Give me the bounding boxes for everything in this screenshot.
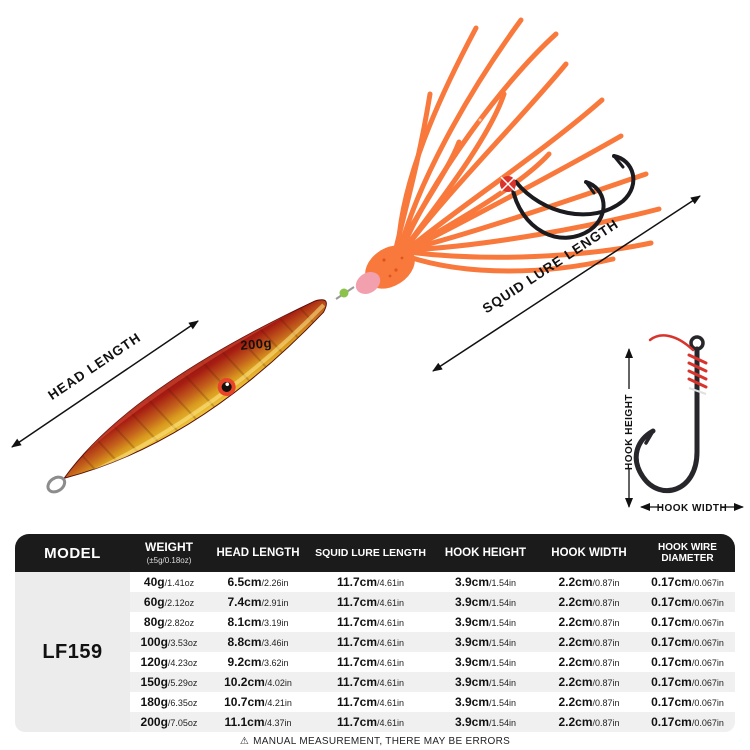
- spec-cell: 11.7cm/4.61in: [308, 632, 433, 652]
- spec-cell: 11.7cm/4.61in: [308, 692, 433, 712]
- spec-cell: 11.7cm/4.61in: [308, 612, 433, 632]
- spec-cell: 40g/1.41oz: [130, 572, 208, 592]
- squid-skirt: [355, 17, 662, 294]
- spec-cell: 0.17cm/0.067in: [640, 652, 735, 672]
- spec-cell: 2.2cm/0.87in: [538, 592, 640, 612]
- spec-cell: 3.9cm/1.54in: [433, 672, 538, 692]
- weight-badge: 200g: [240, 335, 273, 353]
- table-header-row: MODEL WEIGHT (±5g/0.18oz) HEAD LENGTH SQ…: [15, 534, 735, 572]
- spec-cell: 11.7cm/4.61in: [308, 672, 433, 692]
- spec-cell: 3.9cm/1.54in: [433, 632, 538, 652]
- spec-cell: 8.1cm/3.19in: [208, 612, 308, 632]
- spec-cell: 11.1cm/4.37in: [208, 712, 308, 732]
- hook-width-label: HOOK WIDTH: [657, 503, 728, 514]
- spec-cell: 6.5cm/2.26in: [208, 572, 308, 592]
- col-header-model: MODEL: [15, 534, 130, 572]
- tail-ring: [46, 475, 67, 494]
- spec-cell: 0.17cm/0.067in: [640, 592, 735, 612]
- spec-cell: 0.17cm/0.067in: [640, 672, 735, 692]
- lure-eye-pupil: [221, 381, 232, 392]
- spec-cell: 3.9cm/1.54in: [433, 592, 538, 612]
- skirt-collar: [355, 272, 381, 294]
- spec-cell: 2.2cm/0.87in: [538, 652, 640, 672]
- spec-cell: 2.2cm/0.87in: [538, 612, 640, 632]
- hook-diagram: HOOK HEIGHT HOOK WIDTH: [624, 334, 744, 514]
- hook-height-label: HOOK HEIGHT: [624, 394, 635, 470]
- spec-cell: 3.9cm/1.54in: [433, 692, 538, 712]
- spec-cell: 2.2cm/0.87in: [538, 632, 640, 652]
- spec-cell: 0.17cm/0.067in: [640, 692, 735, 712]
- spec-cell: 7.4cm/2.91in: [208, 592, 308, 612]
- spec-cell: 2.2cm/0.87in: [538, 672, 640, 692]
- hook-dimension-lines: [625, 348, 744, 511]
- warning-icon: ⚠: [239, 736, 250, 747]
- skirt-sparkles: [453, 58, 612, 202]
- col-header-weight-label: WEIGHT: [145, 540, 193, 555]
- spec-cell: 2.2cm/0.87in: [538, 572, 640, 592]
- col-header-weight-tolerance: (±5g/0.18oz): [146, 555, 192, 565]
- hook-thread-white: [688, 387, 707, 395]
- spec-cell: 0.17cm/0.067in: [640, 572, 735, 592]
- jig-body: 200g: [46, 286, 342, 498]
- spec-cell: 120g/4.23oz: [130, 652, 208, 672]
- spec-cell: 60g/2.12oz: [130, 592, 208, 612]
- spec-cell: 180g/6.35oz: [130, 692, 208, 712]
- spec-cell: 11.7cm/4.61in: [308, 652, 433, 672]
- spec-cell: 150g/5.29oz: [130, 672, 208, 692]
- spec-cell: 10.7cm/4.21in: [208, 692, 308, 712]
- glow-bead: [339, 288, 349, 298]
- spec-cell: 9.2cm/3.62in: [208, 652, 308, 672]
- spec-cell: 100g/3.53oz: [130, 632, 208, 652]
- disclaimer-text: MANUAL MEASUREMENT, THERE MAY BE ERRORS: [253, 736, 511, 747]
- dimension-lines: [11, 195, 701, 448]
- spec-cell: 200g/7.05oz: [130, 712, 208, 732]
- lure-eye-highlight: [225, 382, 230, 387]
- spec-cell: 11.7cm/4.61in: [308, 712, 433, 732]
- spec-table: MODEL WEIGHT (±5g/0.18oz) HEAD LENGTH SQ…: [15, 534, 735, 732]
- spec-cell: 0.17cm/0.067in: [640, 632, 735, 652]
- spec-cell: 0.17cm/0.067in: [640, 612, 735, 632]
- col-header-hook-wire-diameter: HOOK WIRE DIAMETER: [640, 534, 735, 572]
- col-header-hook-height: HOOK HEIGHT: [433, 534, 538, 572]
- skirt-spots: [382, 256, 404, 278]
- col-header-squid-lure-length: SQUID LURE LENGTH: [308, 534, 433, 572]
- assist-thread-knot: [500, 176, 516, 192]
- spec-cell: 8.8cm/3.46in: [208, 632, 308, 652]
- spec-cell: 80g/2.82oz: [130, 612, 208, 632]
- col-header-hook-width: HOOK WIDTH: [538, 534, 640, 572]
- lure-illustration: 200g HEAD LENGTH SQUID LURE LENGTH: [11, 17, 744, 514]
- spec-cell: 3.9cm/1.54in: [433, 712, 538, 732]
- spec-cell: 0.17cm/0.067in: [640, 712, 735, 732]
- model-value: LF159: [15, 572, 130, 732]
- spec-cell: 11.7cm/4.61in: [308, 572, 433, 592]
- spec-cell: 2.2cm/0.87in: [538, 712, 640, 732]
- spec-cell: 2.2cm/0.87in: [538, 692, 640, 712]
- spec-cell: 3.9cm/1.54in: [433, 572, 538, 592]
- skirt-tentacles: [391, 17, 662, 274]
- spec-cell: 3.9cm/1.54in: [433, 612, 538, 632]
- disclaimer: ⚠MANUAL MEASUREMENT, THERE MAY BE ERRORS: [0, 736, 750, 747]
- spec-cell: 10.2cm/4.02in: [208, 672, 308, 692]
- hook-outline: [633, 335, 705, 494]
- spec-cell: 3.9cm/1.54in: [433, 652, 538, 672]
- col-header-weight: WEIGHT (±5g/0.18oz): [130, 534, 208, 572]
- hook-thread-wrap: [648, 334, 708, 389]
- col-header-head-length: HEAD LENGTH: [208, 534, 308, 572]
- spec-cell: 11.7cm/4.61in: [308, 592, 433, 612]
